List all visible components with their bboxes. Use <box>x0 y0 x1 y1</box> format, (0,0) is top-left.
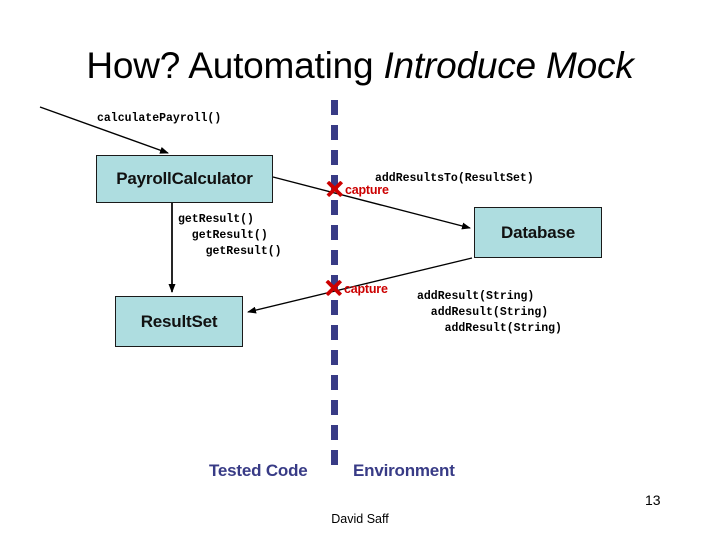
node-database[interactable]: Database <box>474 207 602 258</box>
code-label-add-result-calls: addResult(String) addResult(String) addR… <box>417 290 562 335</box>
capture-label: capture <box>343 282 388 296</box>
environment-divider <box>331 100 338 472</box>
cross-icon: ✕ <box>323 275 344 303</box>
capture-marker-top: ✕ capture <box>324 176 389 204</box>
code-label-add-results-to: addResultsTo(ResultSet) <box>375 172 534 185</box>
title-prefix: How? Automating <box>86 45 384 86</box>
code-label-calculate-payroll: calculatePayroll() <box>97 112 222 125</box>
page-title: How? Automating Introduce Mock <box>0 44 720 88</box>
capture-marker-bottom: ✕ capture <box>323 275 388 303</box>
slide-number: 13 <box>645 492 661 508</box>
node-payroll-calculator[interactable]: PayrollCalculator <box>96 155 273 203</box>
node-label: ResultSet <box>140 311 218 331</box>
region-label-environment: Environment <box>353 461 455 480</box>
cross-icon: ✕ <box>324 176 345 204</box>
capture-label: capture <box>344 183 389 197</box>
node-label: PayrollCalculator <box>116 169 253 188</box>
node-label: Database <box>501 222 575 242</box>
node-result-set[interactable]: ResultSet <box>115 296 243 347</box>
footer-author: David Saff <box>331 512 389 526</box>
code-label-get-result-calls: getResult() getResult() getResult() <box>178 213 282 258</box>
region-label-tested-code: Tested Code <box>209 461 308 480</box>
title-emphasis: Introduce Mock <box>383 45 634 86</box>
